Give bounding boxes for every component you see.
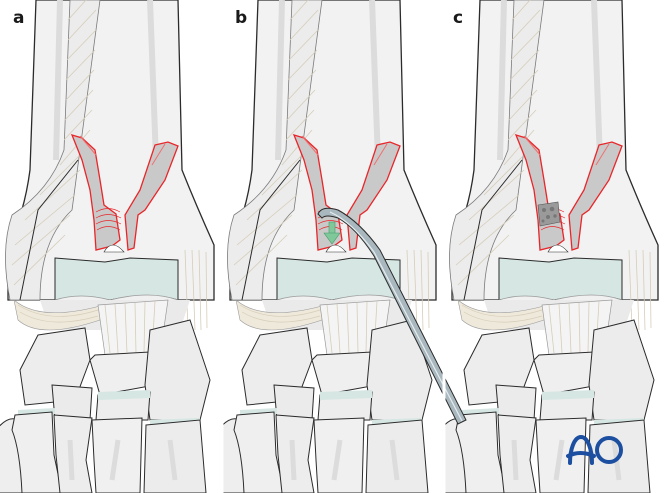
ankle-illustration <box>444 0 665 493</box>
panel-label-a: a <box>13 8 25 28</box>
ankle-illustration <box>222 0 444 493</box>
panel-c: c <box>444 0 665 493</box>
panel-a: a <box>0 0 222 493</box>
bone-graft-icon <box>537 201 561 227</box>
panel-label-c: c <box>453 8 464 28</box>
arrow-down-icon <box>323 221 341 245</box>
ao-logo <box>566 434 623 465</box>
panel-b: b <box>222 0 444 493</box>
panel-label-b: b <box>235 8 248 28</box>
